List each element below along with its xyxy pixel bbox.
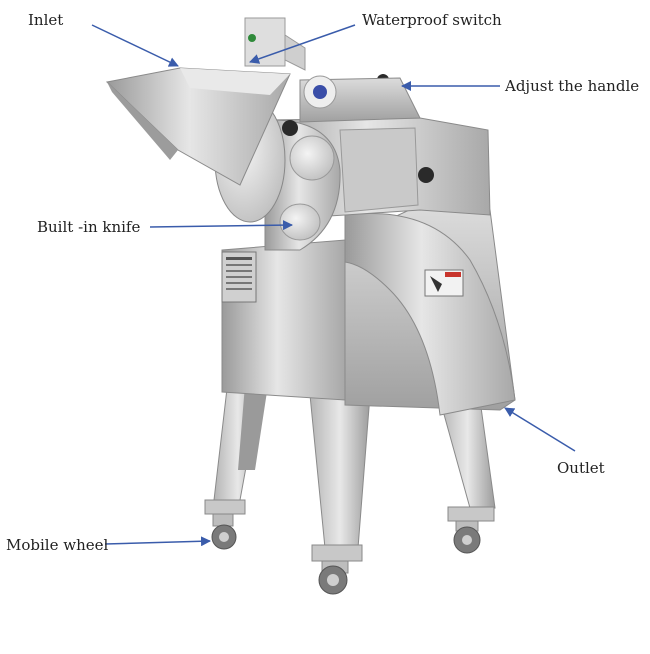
label-waterproof-switch: Waterproof switch bbox=[362, 11, 502, 29]
arrow-mobile-wheel bbox=[104, 536, 211, 547]
label-adjust-handle: Adjust the handle bbox=[505, 77, 640, 95]
arrow-built-in-knife bbox=[149, 220, 293, 231]
machine-body bbox=[105, 17, 516, 416]
machine-legs bbox=[213, 379, 496, 549]
arrow-waterproof-switch bbox=[249, 24, 356, 64]
label-mobile-wheel: Mobile wheel bbox=[6, 536, 109, 554]
annotation-arrows bbox=[91, 24, 576, 547]
arrow-outlet bbox=[504, 407, 576, 452]
label-inlet: Inlet bbox=[28, 11, 64, 29]
label-outlet: Outlet bbox=[557, 459, 605, 477]
label-built-in-knife: Built -in knife bbox=[37, 218, 141, 236]
mobile-wheels bbox=[204, 499, 495, 595]
arrow-inlet bbox=[91, 24, 179, 67]
